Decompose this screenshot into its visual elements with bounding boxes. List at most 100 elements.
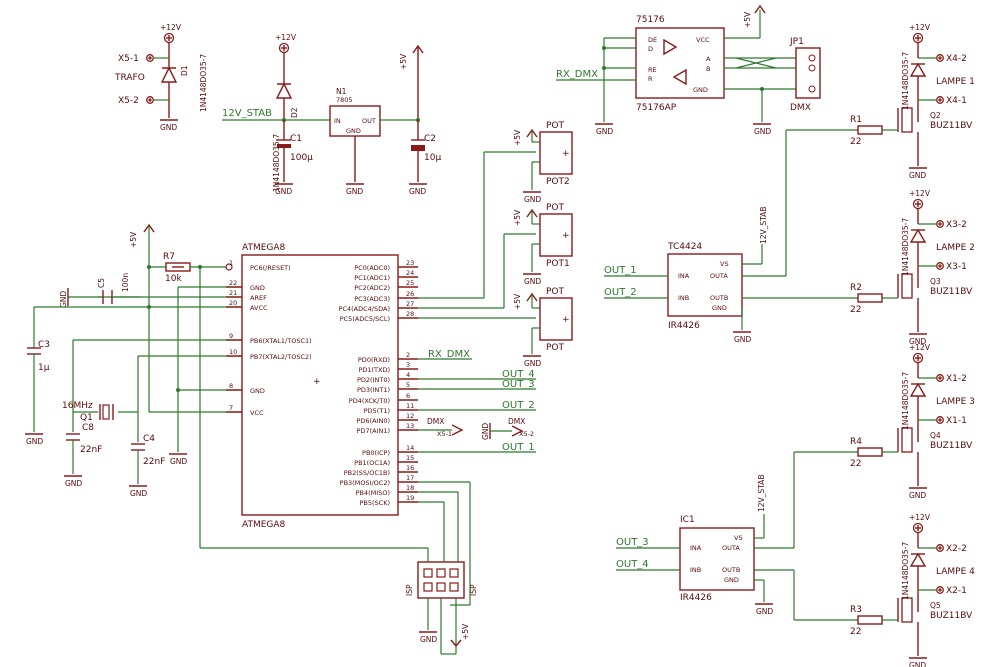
mcu-pin-name: PB7(XTAL2/TOSC2) <box>250 353 312 361</box>
mcu-pin-name: GND <box>250 387 265 395</box>
svg-text:ATMEGA8: ATMEGA8 <box>242 520 286 530</box>
svg-text:OUT_2: OUT_2 <box>604 287 637 298</box>
mcu-pin-name: AVCC <box>250 304 268 312</box>
svg-text:LAMPE 2: LAMPE 2 <box>936 243 975 253</box>
mcu-pin-number: 18 <box>406 484 414 492</box>
mcu-pin-name: PB5(SCK) <box>359 499 390 507</box>
svg-text:GND: GND <box>734 335 751 344</box>
svg-text:R1: R1 <box>850 115 862 125</box>
svg-text:GND: GND <box>59 291 68 308</box>
svg-text:+: + <box>562 231 570 241</box>
mcu-pin-name: PD0(RXD) <box>358 356 390 364</box>
svg-text:BUZ11BV: BUZ11BV <box>930 287 973 297</box>
svg-text:X3-1: X3-1 <box>946 262 967 272</box>
d1-value: 1N4148DO35-7 <box>199 54 208 112</box>
svg-text:DMX: DMX <box>508 417 525 426</box>
svg-text:ATMEGA8: ATMEGA8 <box>242 243 286 253</box>
x5-1-label: X5-1 <box>118 54 139 64</box>
svg-text:22: 22 <box>850 627 861 637</box>
regulator-section: +12V 12V_STAB GND C1 100µ D2 1N4148DO35-… <box>222 33 441 196</box>
svg-text:1N4148DO35-7: 1N4148DO35-7 <box>901 218 910 276</box>
svg-text:Q3: Q3 <box>930 277 941 286</box>
mcu-pin-number: 24 <box>406 269 414 277</box>
x5-2-label: X5-2 <box>118 96 139 106</box>
svg-text:75176: 75176 <box>636 15 665 25</box>
mcu-pin-number: 1 <box>229 259 233 267</box>
svg-text:GND: GND <box>754 127 771 136</box>
svg-text:INA: INA <box>690 544 702 552</box>
svg-text:GND: GND <box>524 195 541 204</box>
svg-text:+12V: +12V <box>909 343 931 352</box>
svg-text:OUT_4: OUT_4 <box>616 559 649 570</box>
svg-text:GND: GND <box>409 187 426 196</box>
svg-text:Q4: Q4 <box>930 431 941 440</box>
svg-text:7805: 7805 <box>336 96 353 104</box>
pot2: +5V POT POT2 GND <box>513 121 573 204</box>
svg-text:POT: POT <box>546 203 565 213</box>
svg-text:JP1: JP1 <box>789 37 804 47</box>
svg-text:RX_DMX: RX_DMX <box>556 69 598 80</box>
svg-text:OUT_4: OUT_4 <box>502 369 535 380</box>
svg-text:LAMPE 1: LAMPE 1 <box>936 77 975 87</box>
svg-text:X1-2: X1-2 <box>946 374 967 384</box>
svg-text:BUZ11BV: BUZ11BV <box>930 121 973 131</box>
mcu-pin-name: PD1(TXD) <box>358 366 390 374</box>
mcu-pin-name: PC3(ADC3) <box>354 295 390 303</box>
mcu-pin-number: 3 <box>406 361 410 369</box>
svg-text:OUT_3: OUT_3 <box>616 537 649 548</box>
svg-text:D2: D2 <box>290 107 299 118</box>
svg-text:X2-1: X2-1 <box>946 586 967 596</box>
pot1: +5V POT POT1 GND <box>513 203 573 286</box>
mcu-pin-number: 10 <box>229 348 237 356</box>
mcu-pin-number: 12 <box>406 412 414 420</box>
svg-text:X1-1: X1-1 <box>946 416 967 426</box>
svg-text:X4-2: X4-2 <box>946 54 967 64</box>
mcu-pin-number: 19 <box>406 494 414 502</box>
svg-text:+5V: +5V <box>129 231 138 248</box>
svg-text:12V_STAB: 12V_STAB <box>759 207 768 244</box>
svg-text:GND: GND <box>170 457 187 466</box>
svg-text:POT1: POT1 <box>546 259 570 269</box>
svg-text:D: D <box>648 45 653 53</box>
svg-text:GND: GND <box>346 127 361 135</box>
c1-label: C1 <box>290 134 302 144</box>
mcu-pin-number: 9 <box>229 332 233 340</box>
svg-text:GND: GND <box>909 661 926 667</box>
svg-text:GND: GND <box>346 187 363 196</box>
svg-text:+5V: +5V <box>513 209 522 226</box>
mcu-pin-number: 23 <box>406 259 414 267</box>
mcu-pin-number: 11 <box>406 402 414 410</box>
mcu-pin-name: GND <box>250 284 265 292</box>
svg-text:IC1: IC1 <box>680 515 695 525</box>
svg-text:INB: INB <box>678 294 689 302</box>
svg-text:INB: INB <box>690 566 701 574</box>
svg-text:R2: R2 <box>850 283 862 293</box>
svg-text:OUTB: OUTB <box>710 294 728 302</box>
mcu-pin-number: 15 <box>406 454 414 462</box>
svg-text:R7: R7 <box>163 252 175 262</box>
svg-text:GND: GND <box>65 479 82 488</box>
svg-text:BUZ11BV: BUZ11BV <box>930 441 973 451</box>
mcu-pin-number: 20 <box>229 299 237 307</box>
mcu-pin-name: PB2(SS/OC1B) <box>344 469 390 477</box>
mcu-pin-name: PD4(XCK/T0) <box>349 397 390 405</box>
svg-text:+5V: +5V <box>743 11 752 28</box>
svg-text:OUT: OUT <box>362 117 376 125</box>
svg-text:OUTB: OUTB <box>722 566 740 574</box>
svg-text:DMX: DMX <box>427 417 444 426</box>
mcu-pin-number: 27 <box>406 300 414 308</box>
mcu-pin-name: PC4(ADC4/SDA) <box>339 305 390 313</box>
